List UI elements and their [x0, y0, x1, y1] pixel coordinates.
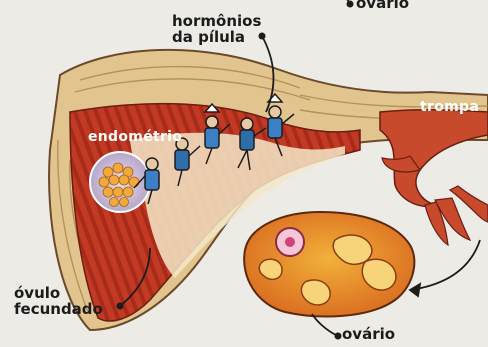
label-tube: trompa	[420, 100, 479, 115]
label-ovary-top: ovário	[356, 0, 409, 12]
label-hormones-line2: da pílula	[172, 30, 261, 46]
uterine-tube	[380, 110, 488, 207]
label-ovary-bottom: ovário	[342, 327, 395, 343]
label-fertilized-ovum: óvulo fecundado	[14, 286, 103, 318]
label-hormones: hormônios da pílula	[172, 14, 261, 46]
tube-to-ovary-pointer	[410, 240, 480, 290]
label-endometrium: endométrio	[88, 130, 182, 145]
label-ovum-line2: fecundado	[14, 302, 103, 318]
